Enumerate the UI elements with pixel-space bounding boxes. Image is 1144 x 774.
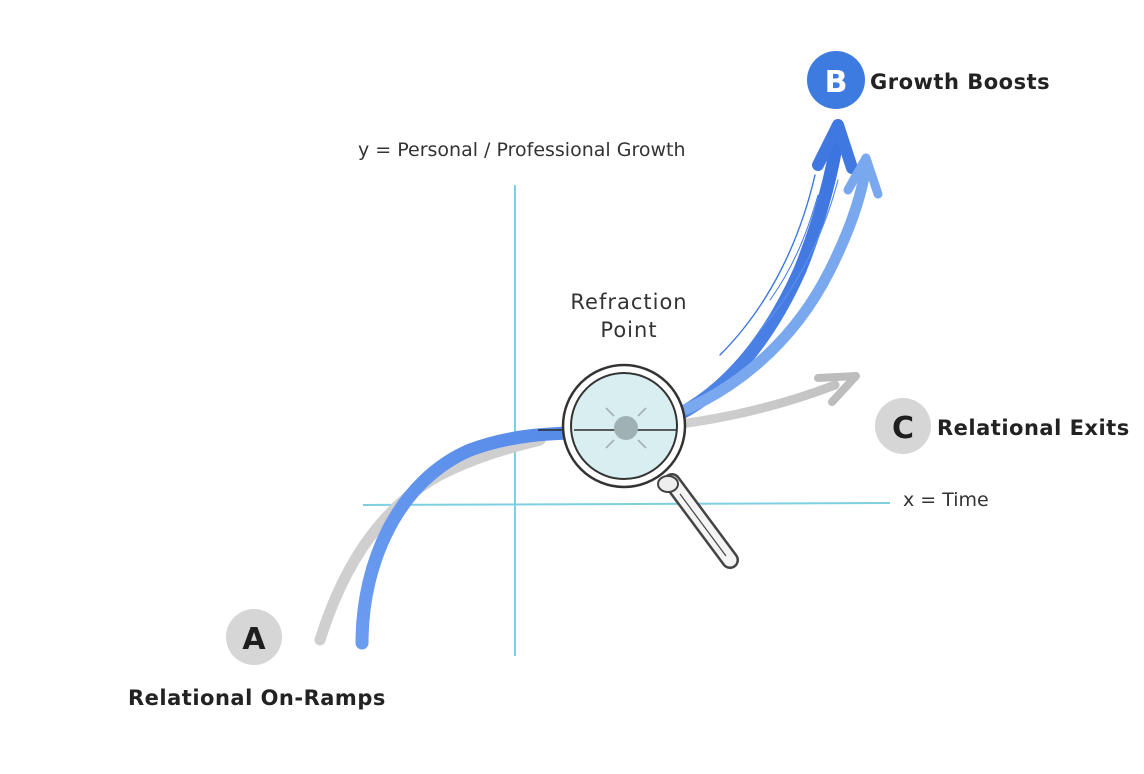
badge-b-letter: B <box>825 65 848 100</box>
secondary-blue-curve <box>634 159 872 431</box>
sketch-stroke-2 <box>759 179 839 331</box>
x-axis <box>362 502 891 506</box>
exit-arrowhead <box>814 372 860 406</box>
growth-arrowhead-main <box>812 119 858 174</box>
on-ramps-label: Relational On-Ramps <box>128 686 386 710</box>
badge-c: C <box>875 398 931 454</box>
badge-a: A <box>226 609 282 665</box>
growth-boosts-label: Growth Boosts <box>870 70 1050 94</box>
badge-b: B <box>807 51 865 109</box>
relational-exits-label: Relational Exits <box>937 416 1130 440</box>
refraction-label-line2: Point <box>600 318 657 342</box>
y-axis-label: y = Personal / Professional Growth <box>358 139 686 161</box>
badge-a-letter: A <box>242 622 266 657</box>
magnifier-icon <box>561 363 739 569</box>
growth-arrowhead-secondary <box>843 153 883 199</box>
sketch-stroke-3 <box>769 194 819 301</box>
x-axis-label: x = Time <box>903 489 989 511</box>
refraction-label-line1: Refraction <box>570 290 687 314</box>
badge-c-letter: C <box>892 411 914 446</box>
sketch-stroke-1 <box>719 174 816 356</box>
